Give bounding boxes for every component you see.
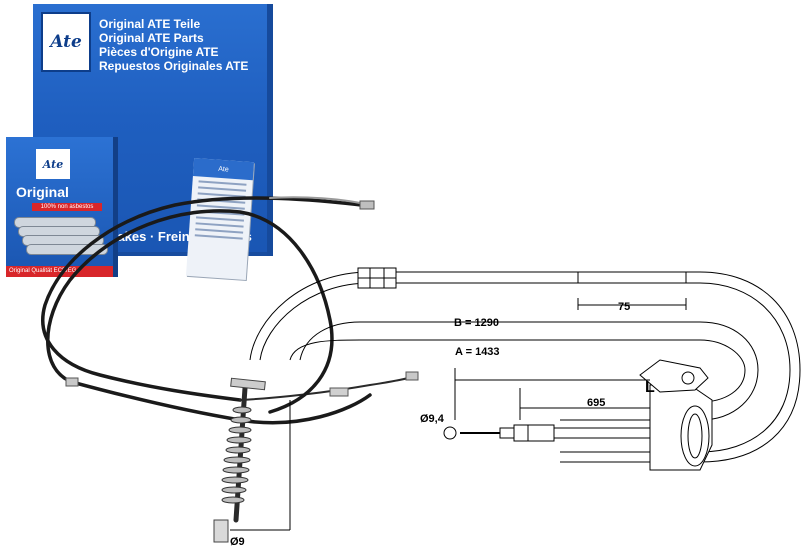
dim-75: 75 xyxy=(618,301,630,313)
dim-b: B = 1290 xyxy=(454,317,499,329)
cable-boot xyxy=(213,377,266,543)
dim-a: A = 1433 xyxy=(455,346,500,358)
box-title-de: Original ATE Teile xyxy=(99,17,201,31)
brake-cable-photo xyxy=(41,196,419,543)
pad-box-bottom-band: Original Qualität ECE/EG xyxy=(6,266,113,277)
ate-logo-text: Ate xyxy=(50,32,82,52)
box-title-en: Original ATE Parts xyxy=(99,31,204,45)
box-titles: Original ATE Teile Original ATE Parts Pi… xyxy=(99,17,248,73)
dim-695: 695 xyxy=(587,397,605,409)
box-title-es: Repuestos Originales ATE xyxy=(99,59,249,73)
dim-diameter-9: Ø9 xyxy=(230,536,245,548)
brake-pads-image xyxy=(14,217,108,257)
dim-diameter-9-4: Ø9,4 xyxy=(420,413,445,425)
side-label: L xyxy=(645,379,655,396)
pad-box-logo-text: Ate xyxy=(42,157,64,171)
ate-logo: Ate xyxy=(41,12,91,72)
box-title-fr: Pièces d'Origine ATE xyxy=(99,45,219,59)
pad-box-logo: Ate xyxy=(36,149,70,179)
pad-box-title: Original xyxy=(16,184,69,200)
brake-pad-box: Ate Original 100% non asbestos Original … xyxy=(6,137,118,277)
pad-box-badge: 100% non asbestos xyxy=(32,203,102,211)
technical-drawing xyxy=(230,267,801,531)
